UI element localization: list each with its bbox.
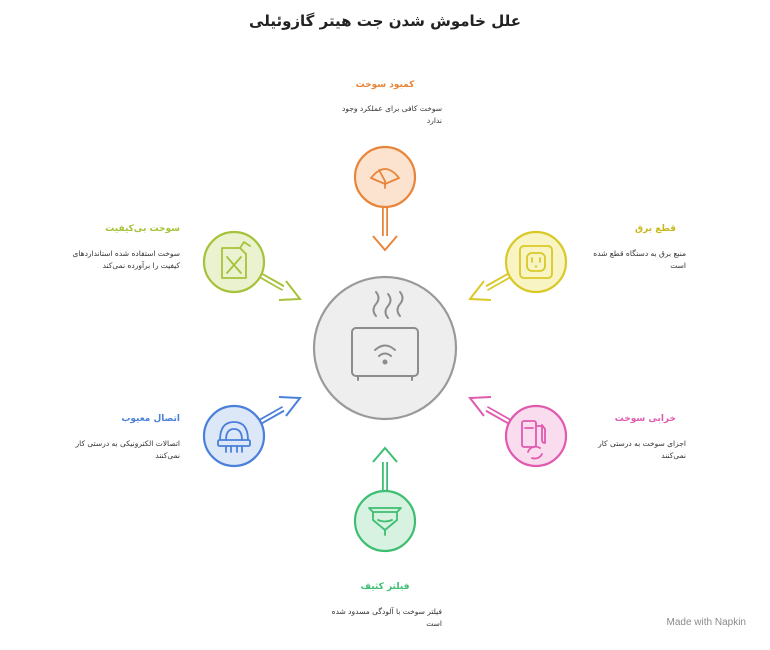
node-top xyxy=(353,145,417,252)
cause-bottom-desc: فیلتر سوخت با آلودگی مسدود شده است xyxy=(331,607,442,628)
cause-top-left-title: سوخت بی‌کیفیت xyxy=(105,224,180,234)
cause-top-right-title: قطع برق xyxy=(635,224,676,234)
center-node xyxy=(312,275,458,421)
fuel-pump-icon xyxy=(521,420,546,460)
cause-bottom-right-desc: اجزای سوخت به درستی کار نمی‌کنند xyxy=(598,439,686,460)
power-outlet-icon xyxy=(519,245,553,279)
page-title: علل خاموش شدن جت هیتر گازوئیلی xyxy=(249,12,521,30)
connector-icon xyxy=(217,421,251,453)
cause-top-title: کمبود سوخت xyxy=(355,80,415,90)
cause-top-desc: سوخت کافی برای عملکرد وجود ندارد xyxy=(342,104,442,125)
cause-top-right-desc: منبع برق به دستگاه قطع شده است xyxy=(593,249,686,270)
cause-top-left-desc: سوخت استفاده شده استانداردهای کیفیت را ب… xyxy=(72,249,180,270)
node-bottom xyxy=(353,446,417,553)
cause-bottom-left-desc: اتصالات الکترونیکی به درستی کار نمی‌کنند xyxy=(75,439,180,460)
node-bottom-right xyxy=(468,396,568,468)
heater-icon xyxy=(351,291,419,381)
fuel-gauge-icon xyxy=(369,168,401,189)
fuel-can-icon xyxy=(221,241,251,279)
cause-bottom-left-title: اتصال معیوب xyxy=(121,414,180,424)
made-with-napkin-footer: Made with Napkin xyxy=(666,617,746,628)
node-top-left xyxy=(202,230,302,301)
cause-bottom-title: فیلتر کثیف xyxy=(360,582,410,592)
filter-icon xyxy=(368,507,402,536)
node-bottom-left xyxy=(202,396,302,468)
cause-bottom-right-title: خرابی سوخت xyxy=(614,414,676,424)
node-top-right xyxy=(468,230,568,301)
